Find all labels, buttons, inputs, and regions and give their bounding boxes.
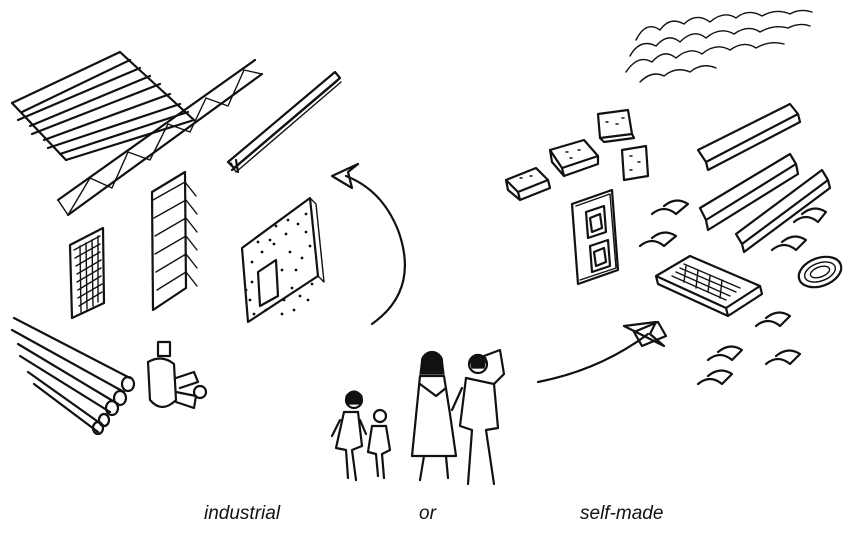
- texture-dot: [296, 222, 300, 226]
- brick-block-icon: [504, 166, 552, 202]
- ventilation-grille-icon: [654, 254, 764, 318]
- i-beam-icon: [226, 70, 342, 174]
- texture-dot: [268, 238, 272, 242]
- window-frame-icon: [68, 226, 106, 320]
- texture-dot: [280, 312, 284, 316]
- brick-block-icon: [596, 108, 636, 144]
- texture-dot: [284, 232, 288, 236]
- brick-block-icon: [620, 144, 650, 182]
- arrow-to-industrial-icon: [330, 162, 406, 326]
- texture-dot: [256, 240, 260, 244]
- caption-self-made: self-made: [580, 503, 664, 524]
- caption-industrial: industrial: [204, 503, 281, 524]
- timber-beam-icon: [696, 102, 802, 172]
- texture-dot: [298, 294, 302, 298]
- texture-dot: [250, 260, 254, 264]
- texture-dot: [294, 268, 298, 272]
- steel-pipes-icon: [10, 316, 136, 436]
- caption-or: or: [419, 503, 436, 524]
- wire-coil-icon: [797, 255, 843, 289]
- texture-dot: [264, 308, 268, 312]
- handwritten-notes-icon: [625, 9, 813, 83]
- texture-dot: [306, 298, 310, 302]
- arrow-to-self-made-icon: [536, 320, 666, 384]
- texture-dot: [286, 218, 290, 222]
- texture-dot: [272, 242, 276, 246]
- texture-dot: [288, 250, 292, 254]
- panel-door-icon: [570, 188, 620, 286]
- people-group-icon: [330, 348, 506, 486]
- louvre-shutter-icon: [150, 170, 198, 312]
- pipe-fittings-icon: [146, 340, 208, 410]
- roof-tiles-icon: [632, 199, 828, 386]
- corrugated-roof-sheet-icon: [10, 50, 196, 162]
- texture-dot: [292, 308, 296, 312]
- concrete-texture: [244, 212, 314, 316]
- texture-dot: [290, 286, 294, 290]
- concrete-panel-icon: [240, 196, 325, 324]
- texture-dot: [260, 250, 264, 254]
- texture-dot: [300, 256, 304, 260]
- texture-dot: [274, 224, 278, 228]
- texture-dot: [304, 212, 308, 216]
- texture-dot: [304, 230, 308, 234]
- steel-truss-icon: [56, 58, 264, 217]
- texture-dot: [310, 282, 314, 286]
- texture-dot: [252, 312, 256, 316]
- texture-dot: [250, 280, 254, 284]
- texture-dot: [244, 288, 248, 292]
- timber-beam-icon: [698, 152, 800, 232]
- timber-beam-icon: [734, 168, 832, 254]
- texture-dot: [282, 298, 286, 302]
- brick-block-icon: [548, 138, 600, 178]
- texture-dot: [280, 268, 284, 272]
- texture-dot: [248, 298, 252, 302]
- texture-dot: [308, 244, 312, 248]
